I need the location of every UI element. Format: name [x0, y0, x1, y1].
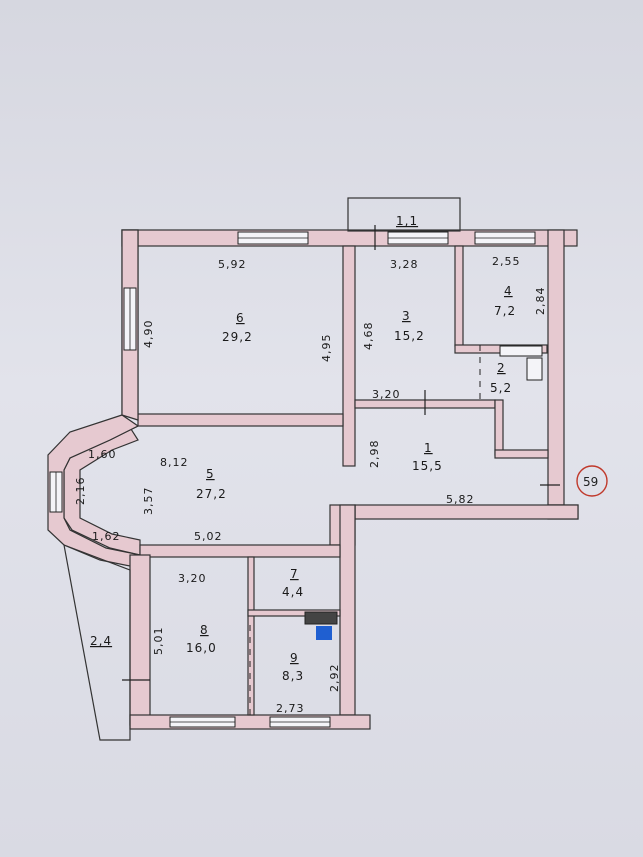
room-area: 15,2 [394, 329, 425, 343]
dimension-label: 4,95 [320, 334, 333, 363]
room-area: 8,3 [282, 669, 304, 683]
sanitary-icon [316, 626, 332, 640]
room-number: 8 [200, 623, 209, 637]
bathtub [499, 345, 543, 357]
dimension-label: 2,92 [328, 664, 341, 693]
room-area: 1,1 [396, 214, 418, 228]
room-area: 29,2 [222, 330, 253, 344]
room-area: 27,2 [196, 487, 227, 501]
dimension-labels: 5,92 4,90 4,95 3,28 4,68 2,55 2,84 3,20 … [74, 255, 547, 715]
sink [526, 357, 543, 381]
dimension-label: 2,55 [492, 255, 521, 268]
room-area: 16,0 [186, 641, 217, 655]
balcony-top [347, 197, 461, 232]
dimension-label: 3,20 [178, 572, 207, 585]
sheet-stamp: 59 [576, 465, 608, 497]
loggia [63, 544, 131, 741]
dimension-label: 5,01 [152, 627, 165, 656]
dimension-label: 2,84 [534, 287, 547, 316]
dimension-label: 2,16 [74, 477, 87, 506]
dimension-label: 5,02 [194, 530, 223, 543]
dimension-label: 2,73 [276, 702, 305, 715]
room-area: 15,5 [412, 459, 443, 473]
dimension-label: 1,62 [92, 530, 121, 543]
room-number: 7 [290, 567, 299, 581]
room-number: 5 [206, 467, 215, 481]
room-number: 6 [236, 311, 245, 325]
dimension-label: 3,20 [372, 388, 401, 401]
dimension-label: 3,57 [142, 487, 155, 516]
room-number: 1 [424, 441, 433, 455]
kitchen-counter [304, 611, 338, 625]
dimension-label: 1,60 [88, 448, 117, 461]
dimension-label: 5,92 [218, 258, 247, 271]
stamp-number: 59 [583, 475, 598, 489]
room-labels: 6 29,2 3 15,2 4 7,2 2 5,2 1 15,5 5 27,2 … [90, 214, 516, 683]
window-lines [55, 237, 535, 723]
room-number: 9 [290, 651, 299, 665]
room-number: 2 [497, 361, 506, 375]
dimension-label: 8,12 [160, 456, 189, 469]
dimension-label: 2,98 [368, 440, 381, 469]
room-area: 4,4 [282, 585, 304, 599]
room-number: 4 [504, 284, 513, 298]
room-number: 3 [402, 309, 411, 323]
dimension-label: 5,82 [446, 493, 475, 506]
dimension-label: 3,28 [390, 258, 419, 271]
dimension-label: 4,90 [142, 320, 155, 349]
room-area: 2,4 [90, 634, 112, 648]
dashed-lines [249, 345, 481, 715]
room-area: 7,2 [494, 304, 516, 318]
room-area: 5,2 [490, 381, 512, 395]
dimension-label: 4,68 [362, 322, 375, 351]
tick-marks [122, 225, 560, 681]
